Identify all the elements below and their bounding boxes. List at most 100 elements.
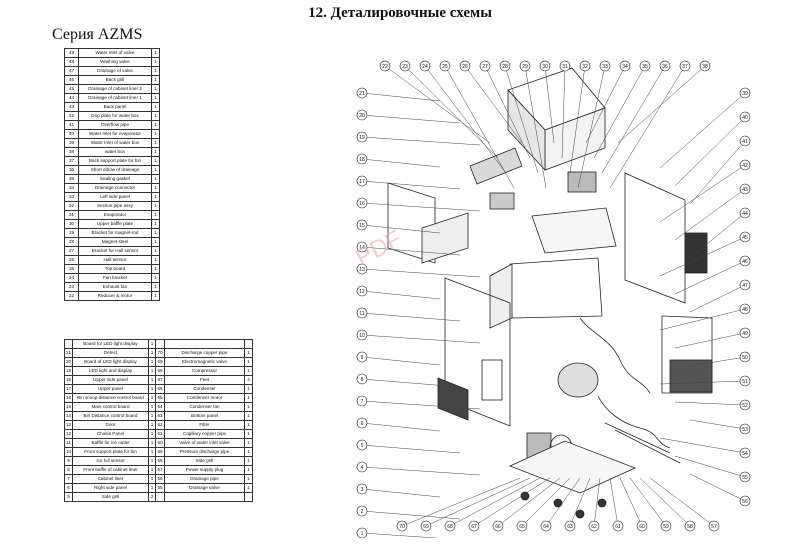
part-name: water box — [78, 147, 152, 157]
leader-line — [569, 477, 591, 527]
leader-line — [361, 136, 481, 146]
part-name: Left side panel — [78, 192, 152, 202]
callout-number: 43 — [742, 187, 748, 193]
callout-number: 10 — [359, 333, 365, 339]
part-number: 8 — [64, 465, 73, 475]
part-number: 10 — [64, 447, 73, 457]
part-number: 6 — [64, 483, 73, 493]
leader-line — [649, 477, 715, 527]
leader-line — [659, 308, 746, 331]
callout-circle — [356, 483, 368, 495]
part-name: Drainage connector — [78, 183, 152, 193]
leader-line — [384, 65, 491, 144]
leader-line — [361, 180, 461, 190]
callout-number: 50 — [742, 355, 748, 361]
callout-number: 1 — [361, 531, 364, 537]
callout-circle — [444, 520, 456, 532]
part-name: Board for LED light display — [72, 339, 149, 349]
part-qty: 1 — [151, 282, 160, 292]
leader-line — [593, 65, 646, 159]
callout-circle — [519, 60, 531, 72]
leader-line — [361, 532, 440, 538]
part-number: 25 — [64, 264, 79, 274]
part-name: Condenser motor — [164, 393, 245, 403]
leader-line — [504, 65, 539, 174]
part-number: 23 — [64, 282, 79, 292]
part-qty: 1 — [244, 384, 253, 394]
part-qty: 1 — [151, 201, 160, 211]
part-number: 22 — [64, 291, 79, 301]
callout-circle — [739, 207, 751, 219]
leader-line — [689, 356, 746, 367]
callout-circle — [739, 423, 751, 435]
part-qty: 1 — [148, 402, 156, 412]
callout-circle — [599, 60, 611, 72]
part-qty: 1 — [148, 483, 156, 493]
leader-line — [444, 65, 515, 189]
bottom-panel — [508, 440, 637, 494]
callout-number: 62 — [591, 524, 597, 530]
part-name: Magnet steel — [78, 237, 152, 247]
part-qty: 1 — [244, 447, 253, 457]
part-qty: 1 — [148, 393, 156, 403]
leader-line — [361, 246, 461, 256]
leader-line — [361, 400, 481, 410]
callout-circle — [356, 417, 368, 429]
part-number: 9 — [64, 456, 73, 466]
part-qty: 1 — [244, 474, 253, 484]
callout-number: 2 — [361, 509, 364, 515]
leader-line — [361, 202, 481, 212]
callout-circle — [636, 520, 648, 532]
callout-number: 13 — [359, 267, 365, 273]
callout-number: 15 — [359, 223, 365, 229]
part-number: 63 — [155, 411, 165, 421]
part-number: 38 — [64, 147, 79, 157]
part-qty: 1 — [151, 93, 160, 103]
part-name: Back grill — [78, 75, 152, 85]
part-name: Upper side panel — [72, 375, 149, 385]
callout-circle — [540, 520, 552, 532]
leader-line — [361, 378, 461, 388]
leader-line — [689, 140, 746, 205]
part-qty: 1 — [151, 237, 160, 247]
part-number: 46 — [64, 75, 79, 85]
callout-number: 5 — [361, 443, 364, 449]
part-qty: 1 — [151, 57, 160, 67]
part-number: 18 — [64, 375, 73, 385]
leader-line — [689, 419, 746, 430]
part-number: 7 — [64, 474, 73, 484]
part-number: 47 — [64, 66, 79, 76]
part-name: Bin scoop distance control board — [72, 393, 149, 403]
callout-circle — [739, 183, 751, 195]
leader-line — [639, 477, 691, 527]
part-name: Main control board — [72, 402, 149, 412]
callout-circle — [356, 373, 368, 385]
part-qty: 1 — [244, 393, 253, 403]
back-panel — [661, 315, 713, 394]
leader-line — [521, 477, 571, 527]
part-name: Drainage of cabinet liner 1 — [78, 93, 152, 103]
part-name: Upper panel — [72, 384, 149, 394]
part-qty: 1 — [244, 429, 253, 439]
part-qty: 1 — [151, 183, 160, 193]
callout-number: 60 — [639, 524, 645, 530]
callout-circle — [739, 375, 751, 387]
callout-number: 46 — [742, 259, 748, 265]
reducer-motor — [567, 171, 597, 193]
part-qty: 1 — [148, 384, 156, 394]
callout-circle — [356, 307, 368, 319]
callout-number: 24 — [422, 64, 428, 70]
part-number: 49 — [64, 48, 79, 58]
part-qty: 1 — [151, 174, 160, 184]
back-grill — [669, 359, 713, 393]
part-name: Board of LED light display — [72, 357, 149, 367]
part-name: Capillary copper pipe — [164, 429, 245, 439]
